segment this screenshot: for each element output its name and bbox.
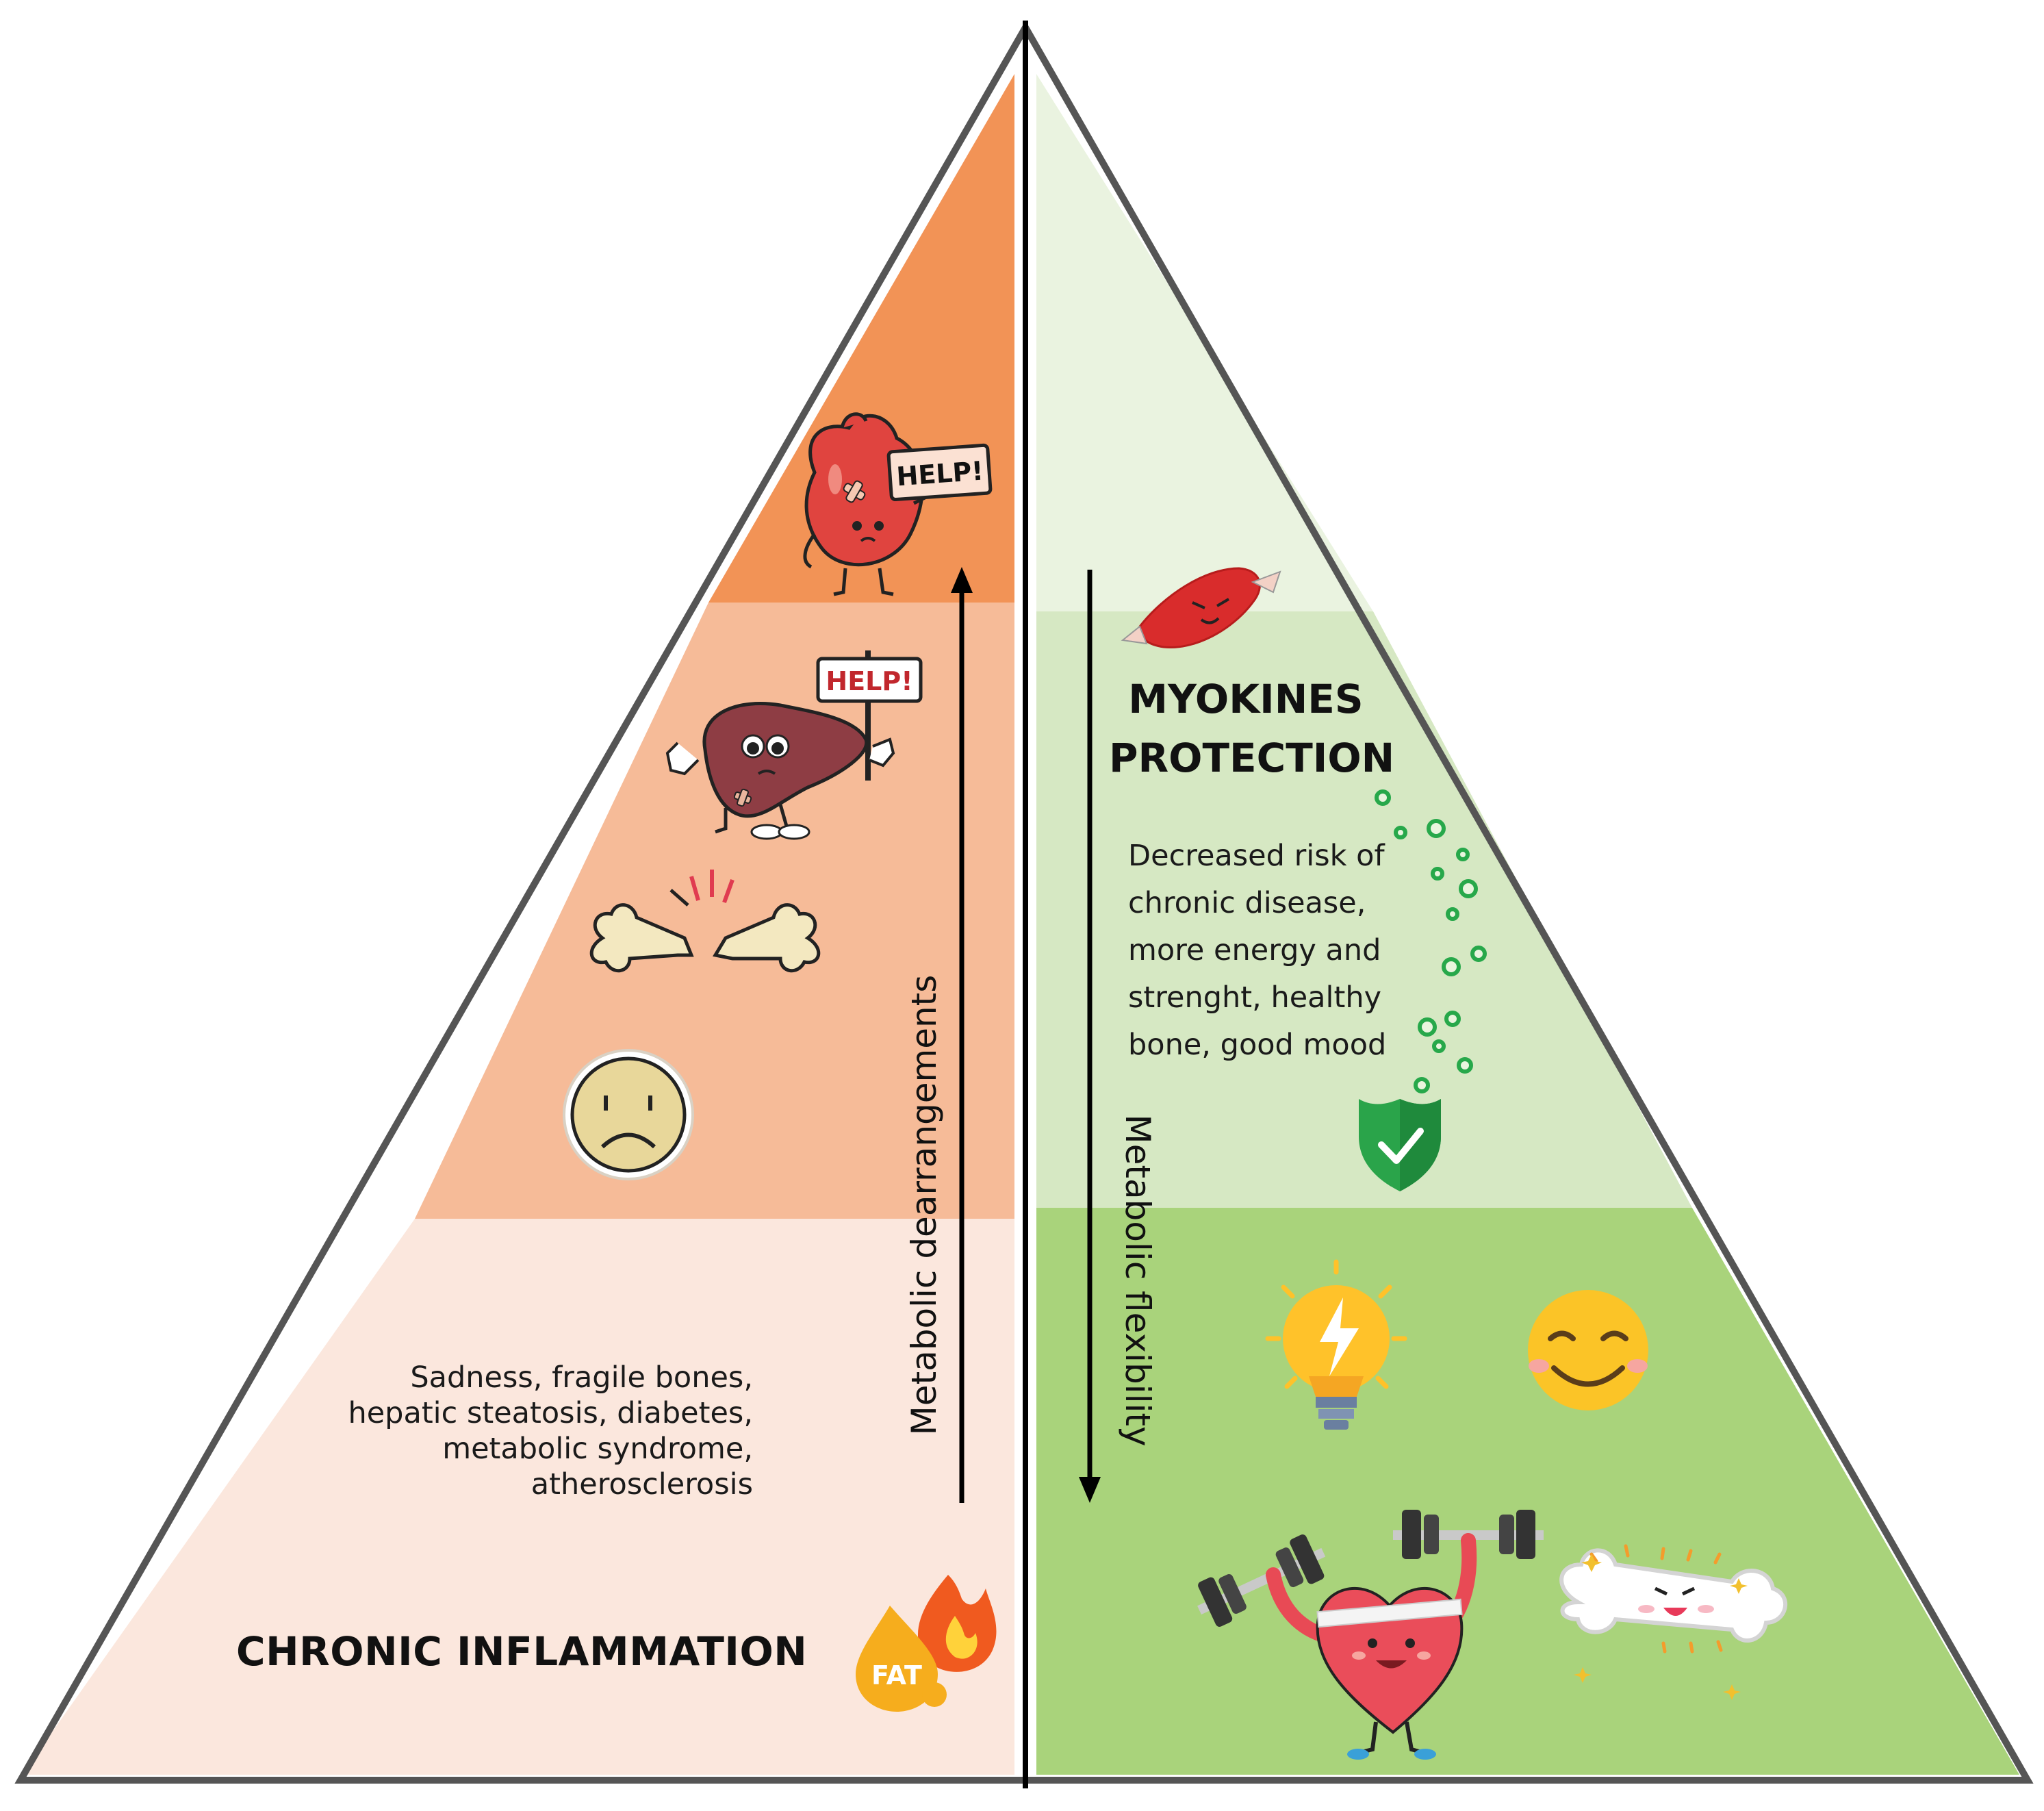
metabolic-flexibility-arrow: [1079, 570, 1101, 1503]
right-description-line: more energy and: [1128, 933, 1381, 967]
right-description-line: chronic disease,: [1128, 886, 1366, 920]
lightbulb-icon: [1265, 1259, 1407, 1430]
metabolic-flexibility-label: Metabolic flexibility: [1118, 1114, 1158, 1447]
right-middle-band: [1036, 611, 1692, 1208]
left-description-line: atherosclerosis: [531, 1467, 753, 1502]
myokines-title-line: MYOKINES: [1128, 676, 1364, 722]
heart-dumbbell-icon: [1197, 1510, 1544, 1760]
left-bottom-band: [22, 1219, 1014, 1775]
right-description-line: strenght, healthy: [1128, 980, 1382, 1015]
right-description-line: bone, good mood: [1128, 1028, 1387, 1062]
left-description-line: metabolic syndrome,: [442, 1432, 753, 1466]
muscle-icon: [1121, 567, 1281, 649]
happy-bone-icon: [1559, 1544, 1787, 1700]
metabolic-dearrangements-label: Metabolic dearrangements: [904, 974, 944, 1436]
smile-face-icon: [1528, 1290, 1648, 1410]
bubbles-icon: [1375, 789, 1487, 1093]
right-description-line: Decreased risk of: [1128, 839, 1385, 873]
heart-help-text: HELP!: [895, 456, 984, 492]
protection-title-line: PROTECTION: [1109, 735, 1395, 781]
broken-bone-icon: [589, 870, 821, 973]
shield-check-icon: [1359, 1099, 1441, 1191]
liver-help-text: HELP!: [826, 666, 912, 696]
sad-liver-icon: HELP!: [665, 650, 923, 840]
right-description: Decreased risk of chronic disease, more …: [1128, 833, 1443, 1069]
metabolic-dearrangements-arrow: [951, 567, 973, 1503]
sad-face-icon: [563, 1049, 694, 1180]
chronic-inflammation-title: CHRONIC INFLAMMATION: [236, 1628, 808, 1675]
fat-label: FAT: [871, 1660, 922, 1690]
right-bottom-band: [1036, 1208, 2019, 1775]
fat-flame-icon: FAT: [856, 1575, 997, 1712]
myokines-protection-title: MYOKINES PROTECTION: [1109, 670, 1395, 787]
left-description: Sadness, fragile bones, hepatic steatosi…: [260, 1360, 753, 1502]
left-middle-band: [415, 603, 1014, 1219]
left-description-line: Sadness, fragile bones,: [410, 1360, 753, 1395]
left-description-line: hepatic steatosis, diabetes,: [348, 1396, 753, 1430]
sad-heart-icon: HELP!: [803, 412, 993, 596]
